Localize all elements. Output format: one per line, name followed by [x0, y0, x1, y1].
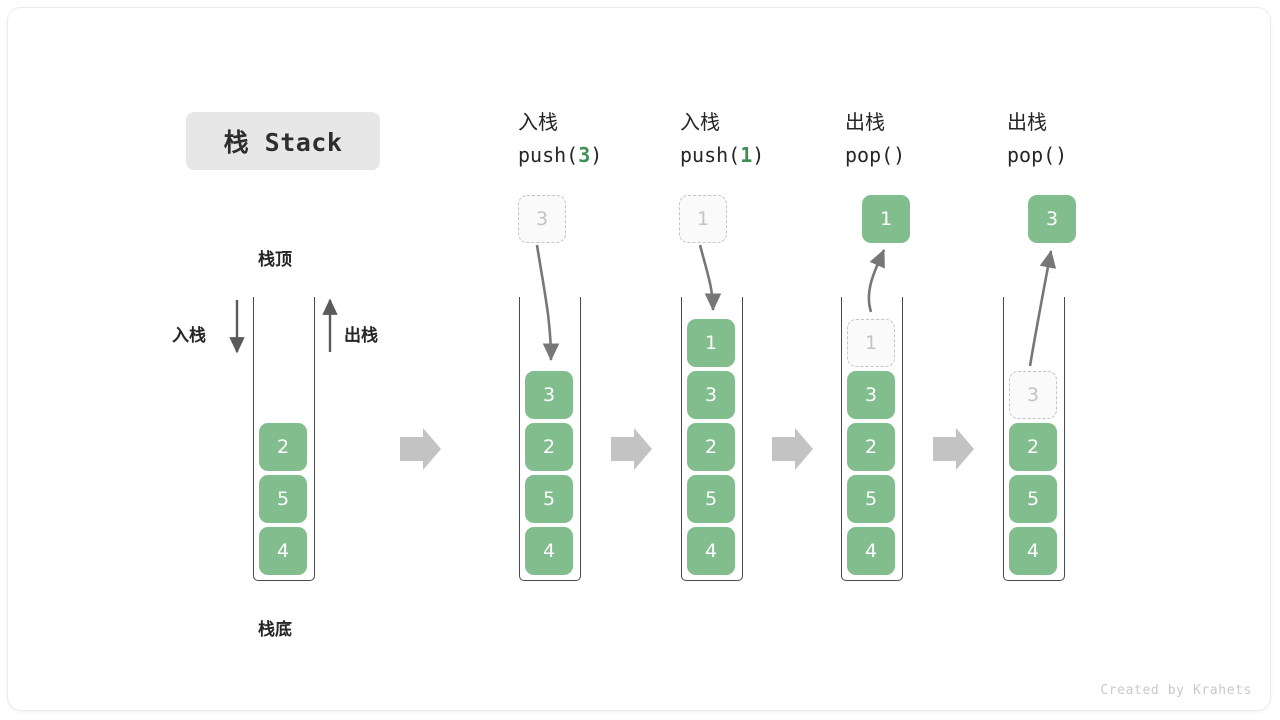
stack-element: 5	[1009, 475, 1057, 523]
floating-element-push-1: 1	[679, 195, 727, 243]
op-label-push-3: 入栈 push(3)	[518, 106, 602, 172]
stack-element: 3	[687, 371, 735, 419]
page-title: 栈 Stack	[186, 112, 380, 170]
stack-element: 5	[847, 475, 895, 523]
stack-element: 5	[687, 475, 735, 523]
credit-text: Created by Krahets	[1100, 683, 1252, 698]
stack-element-removed: 3	[1009, 371, 1057, 419]
stack-element: 2	[847, 423, 895, 471]
op-code-post-pop-3: )	[1055, 143, 1068, 167]
stack-element: 2	[525, 423, 573, 471]
floating-element-push-3: 3	[518, 195, 566, 243]
stack-element: 2	[687, 423, 735, 471]
floating-element-pop-1: 1	[862, 195, 910, 243]
stack-element: 1	[687, 319, 735, 367]
stack-element: 4	[525, 527, 573, 575]
stack-bottom-label: 栈底	[258, 620, 292, 640]
stack-element: 4	[259, 527, 307, 575]
op-cn-push-3: 入栈	[518, 110, 558, 134]
stack-container-push-3	[519, 297, 581, 581]
op-label-push-1: 入栈 push(1)	[680, 106, 764, 172]
op-code-pre-push-1: push(	[680, 143, 741, 167]
flow-arrow	[611, 428, 652, 470]
stack-element: 4	[847, 527, 895, 575]
stack-element-removed: 1	[847, 319, 895, 367]
op-code-num-push-1: 1	[740, 143, 753, 167]
op-code-post-push-3: )	[590, 143, 603, 167]
push-side-label: 入栈	[172, 326, 206, 346]
op-label-pop-3: 出栈 pop()	[1007, 106, 1067, 172]
op-cn-pop-1: 出栈	[845, 110, 885, 134]
op-code-post-pop-1: )	[893, 143, 906, 167]
stack-container-pop-1	[841, 297, 903, 581]
op-code-num-push-3: 3	[578, 143, 591, 167]
stack-element: 5	[259, 475, 307, 523]
flow-arrow	[772, 428, 813, 470]
stack-element: 2	[1009, 423, 1057, 471]
stack-container-push-1	[681, 297, 743, 581]
stack-top-label: 栈顶	[258, 250, 292, 270]
op-code-pre-pop-1: pop(	[845, 143, 894, 167]
stack-element: 4	[687, 527, 735, 575]
pop-side-label: 出栈	[344, 326, 378, 346]
flow-arrow	[933, 428, 974, 470]
op-label-pop-1: 出栈 pop()	[845, 106, 905, 172]
stack-element: 4	[1009, 527, 1057, 575]
stack-container-initial	[253, 297, 315, 581]
stack-container-pop-3	[1003, 297, 1065, 581]
flow-arrow	[400, 428, 441, 470]
op-cn-push-1: 入栈	[680, 110, 720, 134]
stack-element: 3	[525, 371, 573, 419]
op-code-pre-push-3: push(	[518, 143, 579, 167]
op-code-post-push-1: )	[752, 143, 765, 167]
op-code-pre-pop-3: pop(	[1007, 143, 1056, 167]
floating-element-pop-3: 3	[1028, 195, 1076, 243]
op-cn-pop-3: 出栈	[1007, 110, 1047, 134]
stack-element: 2	[259, 423, 307, 471]
stack-element: 3	[847, 371, 895, 419]
stack-element: 5	[525, 475, 573, 523]
